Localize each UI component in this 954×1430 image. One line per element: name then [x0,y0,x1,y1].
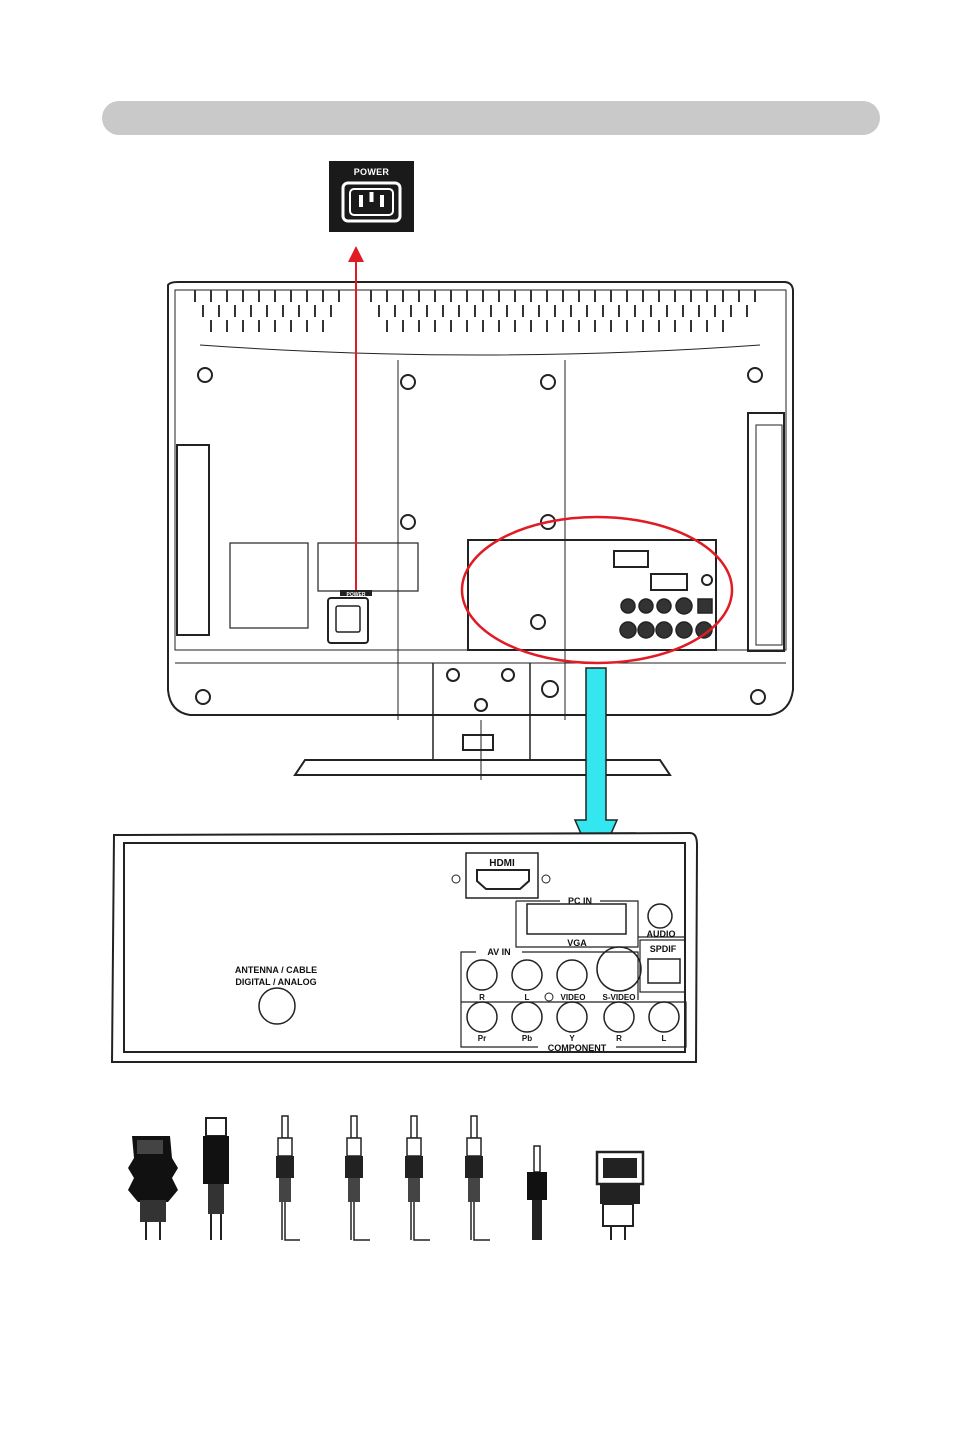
component-label-l: L [662,1034,667,1043]
hdmi-cable-icon [203,1117,229,1240]
spdif-port-icon [647,958,681,984]
antenna-label-line1: ANTENNA / CABLE [235,965,317,975]
av-r-jack [466,959,498,991]
antenna-jack-icon [258,987,296,1025]
av-svideo-jack [596,946,642,992]
component-label-y: Y [569,1034,575,1043]
hdmi-label: HDMI [489,858,515,869]
tv-power-label: POWER [347,592,366,598]
rca-plug-icon [405,1115,430,1241]
pc-in-label: PC IN [568,896,592,906]
av-label-video: VIDEO [561,993,586,1002]
spdif-label: SPDIF [650,944,677,954]
rca-plug-icon [276,1115,300,1241]
connector-panel: HDMI PC IN VGA AUDIO SPDIF AV IN R L VID… [110,831,699,1063]
av-label-svideo: S-VIDEO [603,993,636,1002]
component-label-pb: Pb [522,1034,532,1043]
component-pb-jack [511,1001,543,1033]
component-y-jack [556,1001,588,1033]
rca-plug-icon [345,1115,370,1241]
av-label-r: R [479,993,485,1002]
component-audio-r-jack [603,1001,635,1033]
hdmi-port-icon [476,869,530,890]
vent-slots [194,290,756,332]
vga-port-icon [526,903,627,935]
hdmi-cable-icon [128,1136,178,1240]
screw-holes [195,367,766,712]
section-header-bar [102,101,880,135]
power-inset: POWER [329,161,414,232]
audio-jack-plug-icon [527,1145,547,1240]
audio-jack-icon [647,903,673,929]
tv-jacks [619,597,713,639]
component-audio-l-jack [648,1001,680,1033]
component-label-pr: Pr [478,1034,486,1043]
power-inset-label: POWER [353,167,390,177]
highlight-ellipse [460,515,734,665]
vga-label: VGA [567,938,587,948]
av-video-jack [556,959,588,991]
av-in-label: AV IN [487,947,510,957]
audio-label: AUDIO [647,929,676,939]
vga-plug-icon [595,1150,645,1240]
component-pr-jack [466,1001,498,1033]
av-l-jack [511,959,543,991]
av-label-l: L [525,993,530,1002]
rca-plug-icon [465,1115,490,1241]
cables-row [128,1115,645,1241]
component-label: COMPONENT [548,1043,607,1053]
antenna-label-line2: DIGITAL / ANALOG [235,977,316,987]
power-socket-icon [341,181,402,223]
tv-back-view: POWER [167,281,794,780]
component-label-r: R [616,1034,622,1043]
